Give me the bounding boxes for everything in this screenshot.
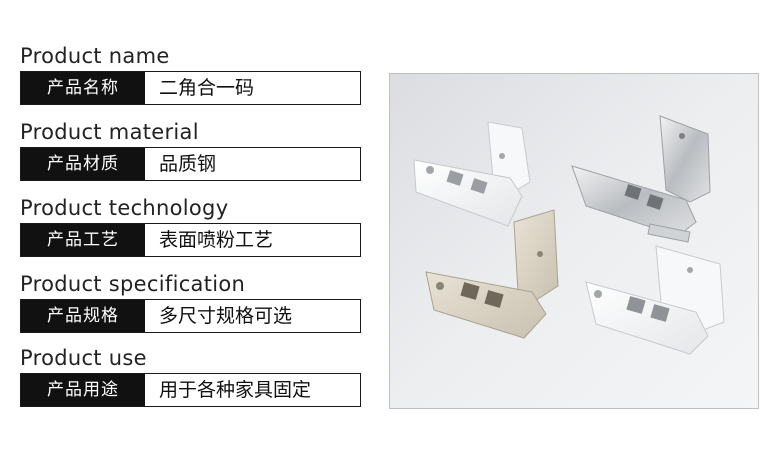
spec-value: 多尺寸规格可选 bbox=[159, 305, 293, 327]
spec-label: 产品用途 bbox=[21, 374, 145, 406]
spec-label: 产品规格 bbox=[21, 300, 145, 332]
spec-row: 产品规格 多尺寸规格可选 bbox=[20, 299, 361, 333]
bracket-white-top bbox=[413, 121, 531, 227]
bracket-steel-top bbox=[571, 115, 711, 243]
spec-label: 产品名称 bbox=[21, 72, 145, 104]
spec-product-use: Product use 产品用途 用于各种家具固定 bbox=[20, 346, 361, 407]
spec-value: 表面喷粉工艺 bbox=[159, 229, 274, 251]
spec-label: 产品材质 bbox=[21, 148, 145, 180]
spec-title: Product use bbox=[20, 346, 147, 370]
spec-row: 产品名称 二角合一码 bbox=[20, 71, 361, 105]
spec-row: 产品工艺 表面喷粉工艺 bbox=[20, 223, 361, 257]
spec-value: 用于各种家具固定 bbox=[159, 379, 312, 401]
spec-title: Product name bbox=[20, 44, 170, 68]
bracket-white-bottom bbox=[585, 245, 725, 355]
spec-product-specification: Product specification 产品规格 多尺寸规格可选 bbox=[20, 272, 361, 333]
spec-row: 产品材质 品质钢 bbox=[20, 147, 361, 181]
spec-title: Product material bbox=[20, 120, 199, 144]
bracket-beige-bottom bbox=[425, 209, 559, 339]
spec-title: Product specification bbox=[20, 272, 246, 296]
spec-product-material: Product material 产品材质 品质钢 bbox=[20, 120, 361, 181]
spec-label: 产品工艺 bbox=[21, 224, 145, 256]
spec-product-name: Product name 产品名称 二角合一码 bbox=[20, 44, 361, 105]
bracket-illustration bbox=[390, 74, 758, 408]
product-photo bbox=[389, 73, 759, 409]
spec-value: 二角合一码 bbox=[159, 77, 255, 99]
spec-product-technology: Product technology 产品工艺 表面喷粉工艺 bbox=[20, 196, 361, 257]
spec-value: 品质钢 bbox=[159, 153, 217, 175]
spec-row: 产品用途 用于各种家具固定 bbox=[20, 373, 361, 407]
spec-title: Product technology bbox=[20, 196, 229, 220]
